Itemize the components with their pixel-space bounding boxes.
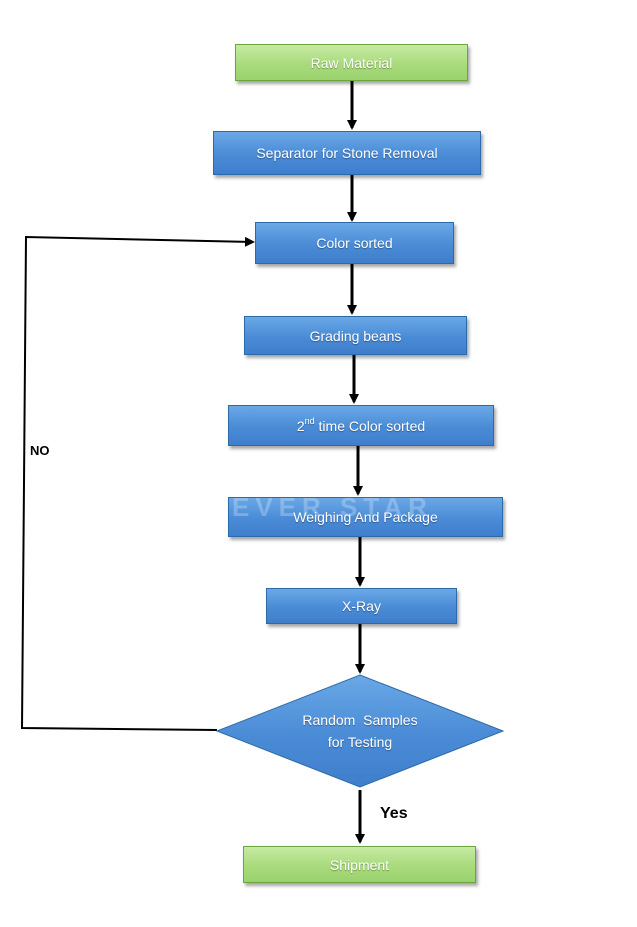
node-color-sorted: Color sorted xyxy=(255,222,454,264)
node-grading-beans: Grading beans xyxy=(244,316,467,355)
decision-diamond xyxy=(215,674,505,788)
edge-label-no: NO xyxy=(30,443,50,458)
decision-line-2: for Testing xyxy=(327,734,393,750)
watermark: EVER STAR xyxy=(232,492,433,522)
decision-text: Random Samples for Testing xyxy=(260,709,460,753)
edge-label-yes: Yes xyxy=(380,805,408,822)
node-separator: Separator for Stone Removal xyxy=(213,131,481,175)
node-second-color-sorted-ordinal: 2 xyxy=(296,417,305,434)
node-xray: X-Ray xyxy=(266,588,457,624)
node-shipment: Shipment xyxy=(243,846,476,883)
arrow-no-loop xyxy=(20,235,255,731)
node-second-color-sorted-rest: time Color sorted xyxy=(314,417,426,434)
node-second-color-sorted-suffix: nd xyxy=(304,415,315,426)
node-raw-material: Raw Material xyxy=(235,44,468,81)
node-weighing-package: Weighing And Package xyxy=(228,497,503,537)
decision-line-1: Random Samples xyxy=(302,712,418,728)
